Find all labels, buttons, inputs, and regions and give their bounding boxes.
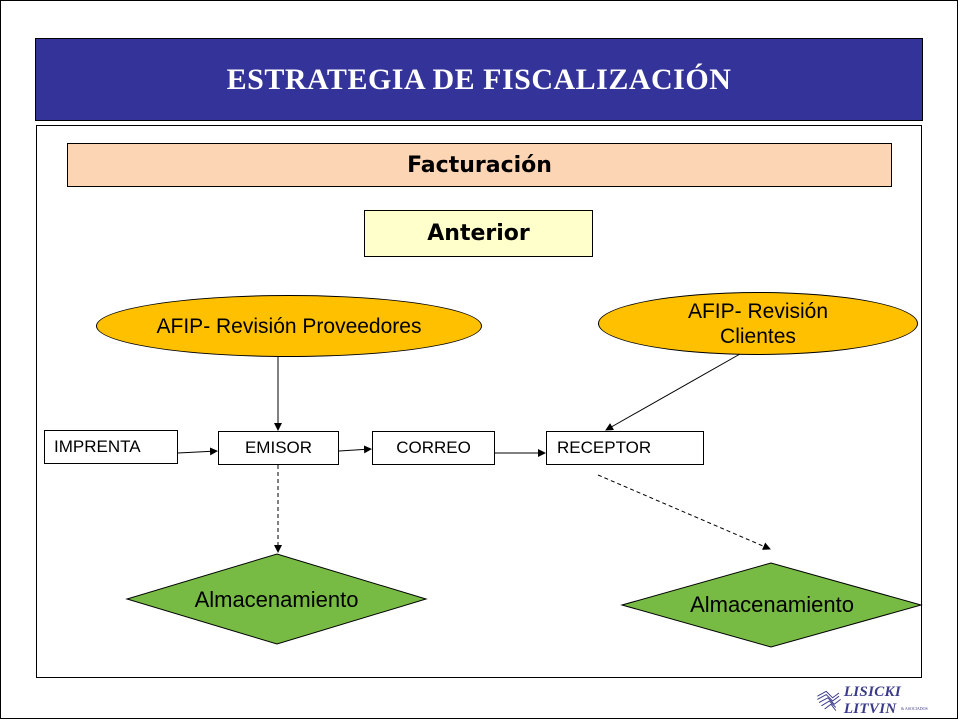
oval-afip-clientes: AFIP- Revisión Clientes — [598, 292, 918, 355]
oval-proveedores-label: AFIP- Revisión Proveedores — [156, 314, 422, 338]
storage-diamond-left — [125, 553, 428, 645]
node-imprenta-label: IMPRENTA — [54, 437, 141, 456]
title-bar: ESTRATEGIA DE FISCALIZACIÓN — [35, 38, 923, 121]
section-title: Facturación — [407, 152, 552, 178]
oval-afip-proveedores: AFIP- Revisión Proveedores — [96, 295, 482, 357]
node-receptor: RECEPTOR — [546, 431, 704, 465]
node-correo: CORREO — [372, 431, 495, 465]
node-emisor: EMISOR — [218, 431, 339, 465]
arrow-emisor-to-correo — [338, 445, 372, 454]
handshake-icon — [817, 690, 841, 711]
node-receptor-label: RECEPTOR — [557, 438, 652, 457]
dashed-arrow-receptor-to-storage — [597, 474, 771, 550]
section-header: Facturación — [67, 143, 892, 187]
storage-diamond-right — [620, 562, 923, 648]
slide-title: ESTRATEGIA DE FISCALIZACIÓN — [226, 62, 732, 96]
node-emisor-label: EMISOR — [244, 438, 313, 457]
node-correo-label: CORREO — [396, 438, 471, 457]
logo-text: LISICKI LITVIN — [843, 684, 901, 717]
logo-subtext: & ASOCIADOS — [901, 706, 928, 711]
company-logo: LISICKI LITVIN & ASOCIADOS — [815, 684, 935, 717]
subsection-box: Anterior — [364, 210, 593, 257]
node-imprenta: IMPRENTA — [44, 430, 178, 464]
arrow-imprenta-to-emisor — [177, 447, 218, 456]
subsection-title: Anterior — [427, 221, 530, 246]
arrow-clientes-to-receptor — [605, 353, 741, 431]
oval-clientes-label: AFIP- Revisión Clientes — [687, 299, 829, 348]
content-frame — [36, 125, 922, 678]
